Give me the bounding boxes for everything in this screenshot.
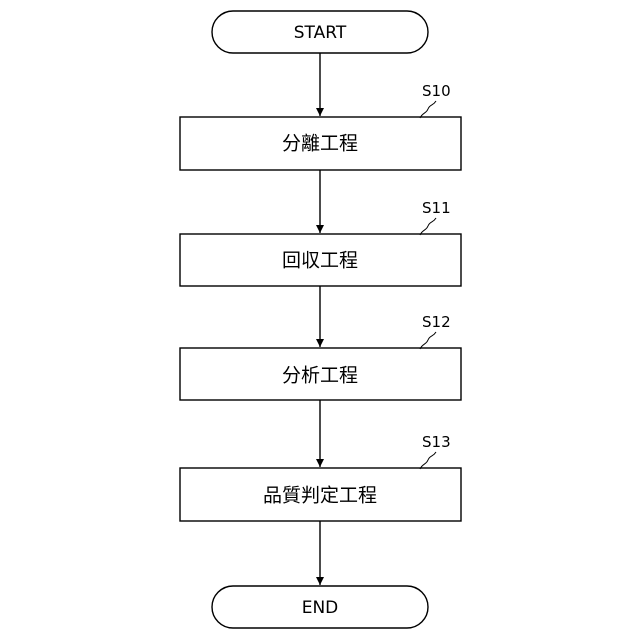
leader-squiggle (420, 332, 436, 349)
leader-squiggle (420, 101, 436, 118)
step-label: 分析工程 (282, 365, 358, 387)
leader-squiggle (420, 218, 436, 235)
step-id: S12 (422, 313, 451, 331)
start-terminator: START (212, 11, 428, 53)
end-terminator: END (212, 586, 428, 628)
step-id: S10 (422, 82, 451, 100)
step-id: S11 (422, 199, 451, 217)
start-label: START (294, 23, 347, 43)
leader-squiggle (420, 452, 436, 469)
step-label: 回収工程 (282, 250, 358, 272)
step-label: 分離工程 (282, 133, 358, 155)
step-label: 品質判定工程 (263, 485, 377, 507)
end-label: END (302, 598, 339, 618)
step-id: S13 (422, 433, 451, 451)
